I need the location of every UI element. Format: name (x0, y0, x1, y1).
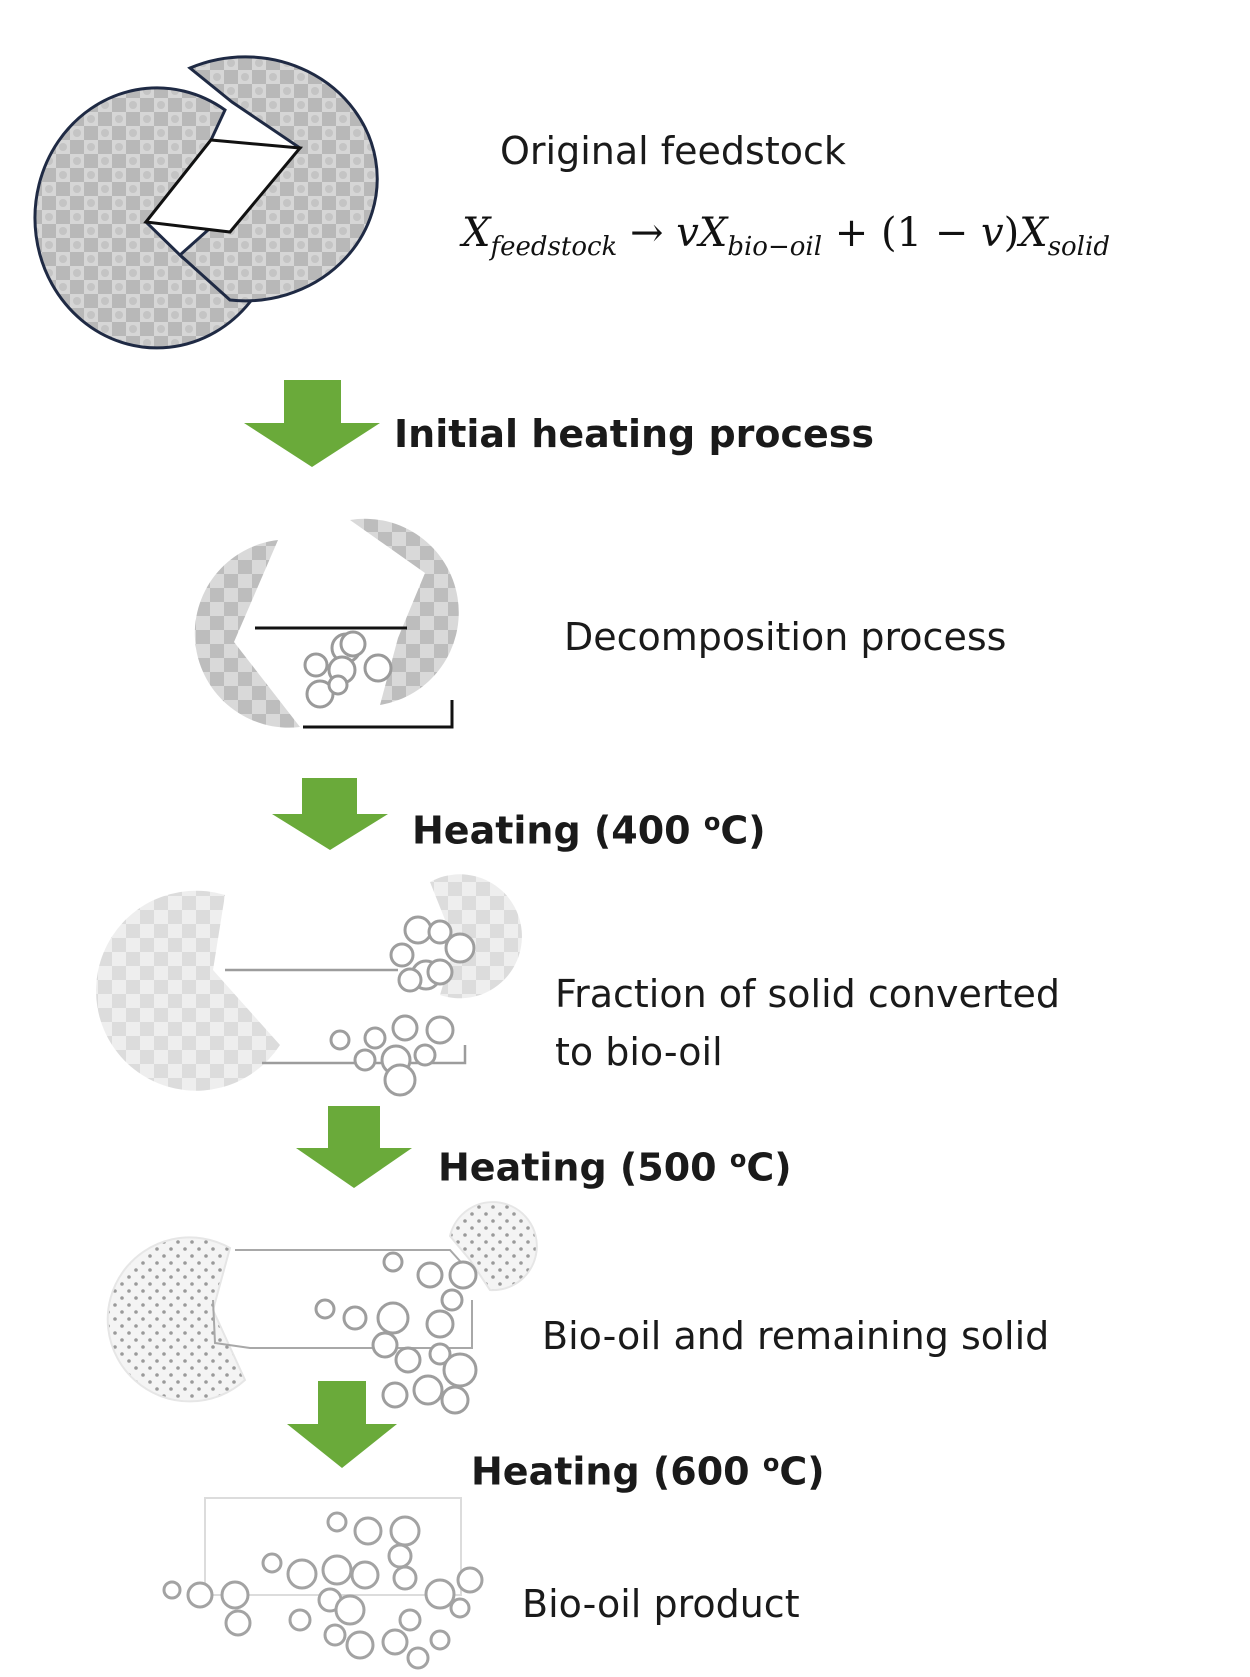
feedstock-right-piece (177, 55, 379, 303)
decomp-bubbles (303, 630, 393, 709)
h600-unit: C) (779, 1449, 825, 1494)
arrow-heating-400 (272, 778, 388, 850)
eq-mid-var: X (698, 210, 728, 256)
label-fraction-line1: Fraction of solid converted (555, 972, 1060, 1016)
arrow-heating-500 (296, 1106, 412, 1188)
eq-coef: v (676, 210, 699, 256)
eq-mid-sub: bio−oil (727, 232, 823, 262)
arrow-heating-600 (287, 1381, 397, 1468)
fraction-illustration (96, 874, 522, 1097)
label-decomposition: Decomposition process (564, 615, 1007, 659)
eq-coef2: v (980, 210, 1004, 256)
eq-lhs-sub: feedstock (490, 232, 618, 262)
h400-text: Heating (400 (412, 808, 704, 853)
h500-degree: o (729, 1145, 747, 1173)
remain-right-piece (448, 1201, 538, 1292)
remain-bubbles (314, 1251, 478, 1415)
label-fraction-line2: to bio-oil (555, 1030, 723, 1074)
eq-lhs-var: X (462, 210, 491, 256)
label-original-feedstock: Original feedstock (500, 129, 846, 173)
product-illustration (162, 1497, 484, 1670)
h500-unit: C) (746, 1145, 792, 1190)
h600-degree: o (762, 1449, 780, 1477)
label-bio-oil-product: Bio-oil product (522, 1582, 800, 1626)
h600-text: Heating (600 (471, 1449, 763, 1494)
step-heating-600: Heating (600 oC) (471, 1434, 825, 1501)
h500-text: Heating (500 (438, 1145, 730, 1190)
original-feedstock-illustration (33, 55, 379, 350)
eq-rhs-sub: solid (1047, 232, 1110, 262)
frac-left-piece (96, 890, 280, 1091)
product-bubbles (162, 1511, 484, 1670)
step-initial-heating: Initial heating process (394, 412, 875, 456)
eq-close: ) (1003, 210, 1020, 256)
eq-plus: + (1 − (834, 210, 981, 256)
equation: Xfeedstock → vXbio−oil + (1 − v)Xsolid (462, 210, 1110, 262)
h400-degree: o (703, 808, 721, 836)
step-heating-400: Heating (400 oC) (412, 793, 766, 860)
decomp-left-piece (194, 540, 300, 728)
frac-right-piece (430, 874, 522, 999)
decomp-right-piece (350, 518, 459, 705)
arrow-initial-heating (244, 380, 380, 467)
h400-unit: C) (720, 808, 766, 853)
feedstock-left-piece (33, 86, 253, 350)
decomposition-illustration (194, 518, 459, 729)
step-heating-500: Heating (500 oC) (438, 1130, 792, 1197)
bio-remaining-illustration (106, 1201, 538, 1415)
frac-bubbles (329, 915, 476, 1097)
feedstock-bridge (143, 138, 303, 234)
remain-left-piece (106, 1236, 247, 1403)
eq-rhs-var: X (1019, 210, 1048, 256)
eq-arrow: → (630, 210, 664, 256)
label-bio-remaining: Bio-oil and remaining solid (542, 1314, 1050, 1358)
